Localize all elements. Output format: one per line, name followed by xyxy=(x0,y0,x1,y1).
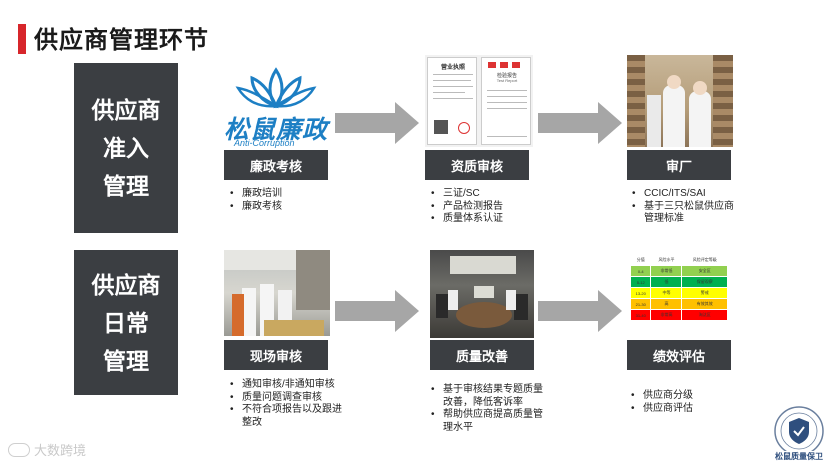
table-cell: 0-4 xyxy=(631,266,651,277)
row-heading-line: 管理 xyxy=(103,342,149,380)
list-item: 基于审核结果专题质量改善，降低客诉率 xyxy=(431,384,543,409)
table-row: 21-30 高 有效其效 xyxy=(631,299,728,310)
step-label-onsite-audit: 现场审核 xyxy=(224,340,328,370)
list-item: CCIC/ITS/SAI xyxy=(632,188,736,201)
list-item: 质量体系认证 xyxy=(431,213,531,226)
title-accent-bar xyxy=(18,24,26,54)
table-cell: 安全区 xyxy=(682,266,728,277)
table-cell: 31-40 xyxy=(631,310,651,321)
license-title: 营业执照 xyxy=(428,62,478,71)
list-item: 供应商评估 xyxy=(631,403,731,416)
table-header-cell: 分值 xyxy=(631,255,651,266)
row-heading-admission: 供应商 准入 管理 xyxy=(74,63,178,233)
step-label-quality-improvement: 质量改善 xyxy=(430,340,534,370)
step-bullets-onsite-audit: 通知审核/非通知审核 质量问题调查审核 不符合项报告以及跟进整改 xyxy=(230,379,350,429)
qualification-documents-image: 营业执照 检验报告 Test Report xyxy=(425,55,533,147)
table-cell: 有效其效 xyxy=(682,299,728,310)
step-bullets-integrity: 廉政培训 廉政考核 xyxy=(230,188,330,213)
table-cell: 中等 xyxy=(651,288,682,299)
right-arrow-icon xyxy=(335,290,419,332)
table-cell: 13-20 xyxy=(631,288,651,299)
table-cell: 警戒 xyxy=(682,288,728,299)
logo-subtitle: Anti-Corruption xyxy=(234,138,295,148)
row-heading-line: 供应商 xyxy=(92,91,161,129)
list-item: 基于三只松鼠供应商管理标准 xyxy=(632,201,736,226)
row-heading-line: 日常 xyxy=(103,304,149,342)
table-row: 5-12 低 保留观察 xyxy=(631,277,728,288)
list-item: 供应商分级 xyxy=(631,390,731,403)
watermark: 大数跨境 xyxy=(8,440,86,459)
step-bullets-factory-audit: CCIC/ITS/SAI 基于三只松鼠供应商管理标准 xyxy=(632,188,736,226)
list-item: 通知审核/非通知审核 xyxy=(230,379,350,392)
table-header-row: 分值 风险水平 风险评定等级 xyxy=(631,255,728,266)
business-license-doc: 营业执照 xyxy=(427,57,477,145)
table-row: 31-40 非常高 淘汰区 xyxy=(631,310,728,321)
table-row: 13-20 中等 警戒 xyxy=(631,288,728,299)
table-cell: 淘汰区 xyxy=(682,310,728,321)
watermark-text: 大数跨境 xyxy=(34,440,86,459)
right-arrow-icon xyxy=(538,102,622,144)
list-item: 三证/SC xyxy=(431,188,531,201)
stamp-icon xyxy=(458,122,470,134)
step-bullets-quality-improvement: 基于审核结果专题质量改善，降低客诉率 帮助供应商提高质量管理水平 xyxy=(431,384,543,434)
row-heading-line: 管理 xyxy=(103,167,149,205)
risk-level-table: 分值 风险水平 风险评定等级 0-4 非常低 安全区 5-12 低 保留观察 1… xyxy=(630,254,728,321)
page-title: 供应商管理环节 xyxy=(34,20,209,55)
report-subtitle: Test Report xyxy=(482,78,532,83)
row-heading-daily: 供应商 日常 管理 xyxy=(74,250,178,395)
table-cell: 高 xyxy=(651,299,682,310)
list-item: 帮助供应商提高质量管理水平 xyxy=(431,409,543,434)
step-label-qualification: 资质审核 xyxy=(425,150,529,180)
step-label-integrity: 廉政考核 xyxy=(224,150,328,180)
row-heading-line: 供应商 xyxy=(92,266,161,304)
table-cell: 低 xyxy=(651,277,682,288)
step-label-performance: 绩效评估 xyxy=(627,340,731,370)
table-cell: 非常高 xyxy=(651,310,682,321)
step-label-factory-audit: 审厂 xyxy=(627,150,731,180)
table-row: 0-4 非常低 安全区 xyxy=(631,266,728,277)
table-cell: 非常低 xyxy=(651,266,682,277)
quality-meeting-photo xyxy=(430,250,534,338)
test-report-doc: 检验报告 Test Report xyxy=(481,57,531,145)
list-item: 不符合项报告以及跟进整改 xyxy=(230,404,350,429)
table-cell: 21-30 xyxy=(631,299,651,310)
right-arrow-icon xyxy=(538,290,622,332)
list-item: 廉政考核 xyxy=(230,201,330,214)
row-heading-line: 准入 xyxy=(103,129,149,167)
step-bullets-performance: 供应商分级 供应商评估 xyxy=(631,390,731,415)
list-item: 廉政培训 xyxy=(230,188,330,201)
table-header-cell: 风险评定等级 xyxy=(682,255,728,266)
table-cell: 保留观察 xyxy=(682,277,728,288)
quality-guard-seal-icon: 松鼠质量保卫 xyxy=(771,404,827,462)
qr-code-icon xyxy=(434,120,448,134)
factory-audit-photo xyxy=(627,55,733,147)
watermark-logo-icon xyxy=(8,443,30,457)
list-item: 质量问题调查审核 xyxy=(230,392,350,405)
table-header-cell: 风险水平 xyxy=(651,255,682,266)
table-cell: 5-12 xyxy=(631,277,651,288)
right-arrow-icon xyxy=(335,102,419,144)
onsite-audit-photo xyxy=(224,250,330,336)
seal-text: 松鼠质量保卫 xyxy=(775,451,823,461)
list-item: 产品检测报告 xyxy=(431,201,531,214)
step-bullets-qualification: 三证/SC 产品检测报告 质量体系认证 xyxy=(431,188,531,226)
